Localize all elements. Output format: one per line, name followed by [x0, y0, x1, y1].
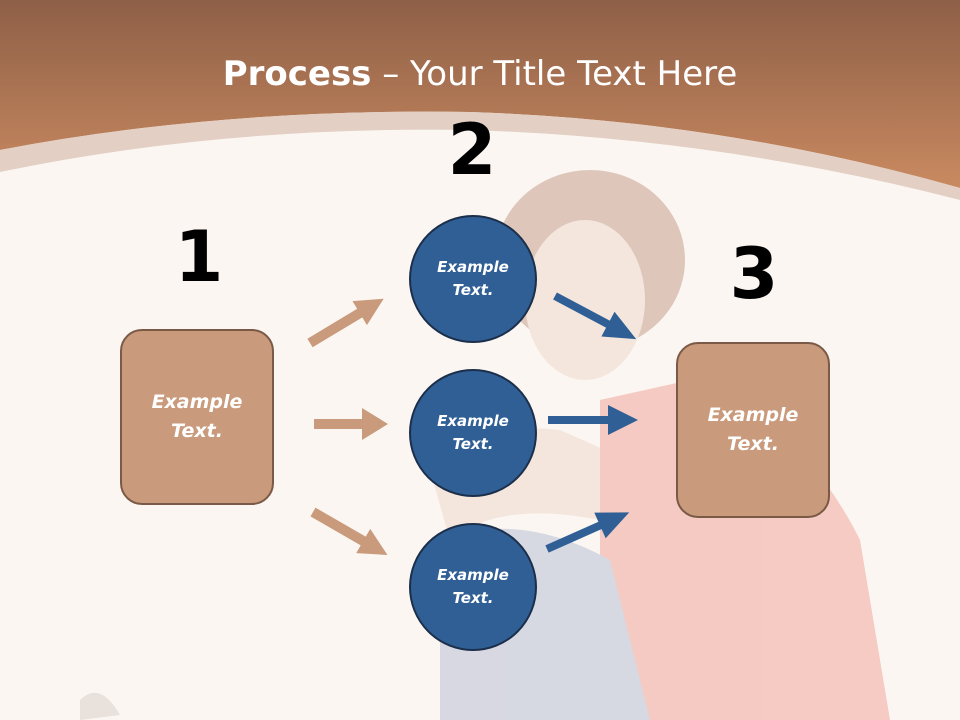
- step1-box-text: Example Text.: [151, 391, 243, 442]
- step3-box-text: Example Text.: [707, 404, 799, 455]
- step3-box: Example Text.: [676, 342, 830, 518]
- step2-circle-middle: Example Text.: [409, 369, 537, 497]
- step-number-3: 3: [729, 233, 779, 315]
- circle-text: Example Text.: [437, 566, 509, 607]
- circle-text: Example Text.: [437, 258, 509, 299]
- slide-title: Process – Your Title Text Here: [0, 52, 960, 96]
- step1-box: Example Text.: [120, 329, 274, 505]
- step-number-1: 1: [174, 216, 224, 298]
- step-number-2: 2: [447, 109, 497, 191]
- step2-circle-top: Example Text.: [409, 215, 537, 343]
- step2-circle-bottom: Example Text.: [409, 523, 537, 651]
- person-photo-faded: [80, 170, 890, 720]
- title-bold: Process: [222, 54, 372, 94]
- circle-text: Example Text.: [437, 412, 509, 453]
- title-rest: – Your Title Text Here: [371, 54, 738, 94]
